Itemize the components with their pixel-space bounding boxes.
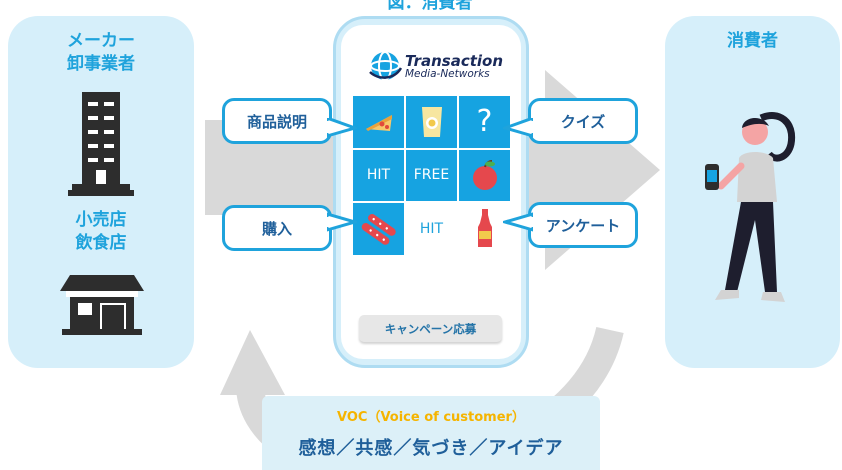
voc-items: 感想／共感／気づき／アイデア — [298, 438, 564, 459]
grid-cell[interactable]: FREE — [406, 149, 457, 202]
maker-title: メーカー 卸事業者 — [67, 31, 135, 74]
pizza-icon — [365, 114, 392, 131]
grid-cell[interactable]: HIT — [406, 203, 457, 255]
callout-purchase: 購入 — [222, 205, 332, 251]
callout-quiz: クイズ — [528, 98, 638, 144]
callout-pointer-shape — [503, 118, 533, 138]
candy-icon — [361, 214, 396, 245]
question-icon: ? — [476, 104, 493, 140]
grid-cell[interactable] — [406, 96, 457, 148]
callout-label: 商品説明 — [246, 112, 307, 131]
consumer-title: 消費者 — [727, 31, 778, 51]
voc-box: VOC（Voice of customer） 感想／共感／気づき／アイデア — [262, 396, 600, 470]
grid-cell[interactable] — [353, 203, 404, 255]
campaign-apply-button[interactable]: キャンペーン応募 — [359, 315, 502, 342]
grid-cell-text: HIT — [366, 167, 391, 184]
globe-logo-icon — [369, 51, 402, 81]
callout-label: クイズ — [560, 112, 606, 131]
callout-product-description: 商品説明 — [222, 98, 332, 144]
return-arrowhead-shape — [220, 330, 285, 395]
office-building-icon — [68, 92, 134, 196]
retail-title: 小売店 飲食店 — [75, 210, 127, 253]
callout-label: 購入 — [261, 219, 292, 238]
grid-cell-text: HIT — [419, 221, 444, 238]
logo-text-sub: Media-Networks — [405, 68, 490, 80]
grid-cell[interactable]: ? — [459, 96, 510, 148]
callout-pointer-shape — [503, 212, 533, 232]
chips-bag-icon — [421, 106, 442, 137]
grid-cell[interactable] — [459, 203, 510, 255]
bingo-grid: ? HIT FREE HIT — [353, 96, 510, 255]
callout-pointer-shape — [327, 118, 357, 138]
store-icon — [60, 275, 144, 335]
consumer-person-icon — [705, 112, 796, 302]
apple-icon — [472, 160, 497, 191]
voc-label: VOC（Voice of customer） — [337, 410, 525, 425]
ketchup-bottle-icon — [477, 209, 492, 248]
grid-cell-text: FREE — [413, 167, 450, 184]
grid-cell[interactable]: HIT — [353, 149, 404, 202]
callout-pointer-shape — [327, 212, 357, 232]
grid-cell[interactable] — [459, 149, 510, 202]
logo-text-main: Transaction — [405, 52, 504, 70]
top-title: 図：消費者 — [387, 0, 473, 13]
callout-survey: アンケート — [528, 202, 638, 248]
grid-cell[interactable] — [353, 96, 404, 148]
callout-label: アンケート — [545, 216, 621, 235]
